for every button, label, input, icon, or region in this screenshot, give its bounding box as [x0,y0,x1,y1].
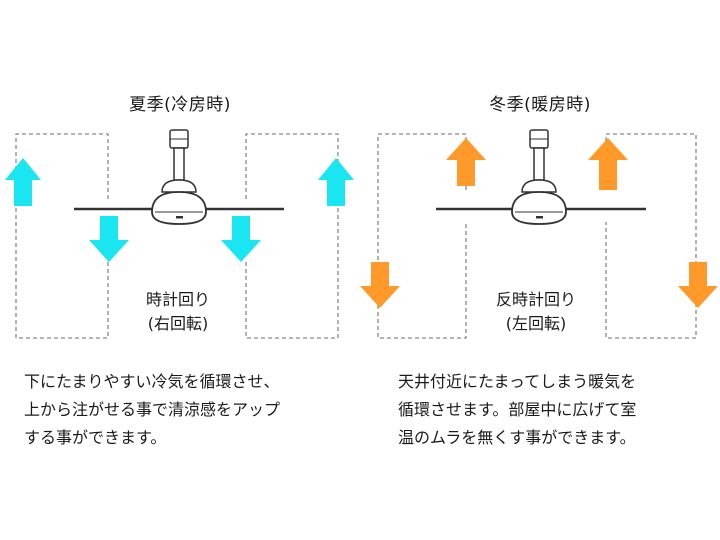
summer-arrow-up-right-icon [318,158,354,206]
winter-arrow-up-right-icon [588,138,628,190]
winter-arrow-up-left-icon [446,138,486,186]
winter-desc-line2: 循環させます。部屋中に広げて室 [398,400,637,419]
winter-arrow-down-right-icon [678,262,718,308]
summer-left-loop [15,133,109,339]
summer-airflow-diagram [5,129,354,339]
winter-desc-line1: 天井付近にたまってしまう暖気を [398,372,637,391]
winter-rotation-label: 反時計回り (左回転) [466,288,606,336]
summer-title: 夏季(冷房時) [129,95,231,115]
summer-arrow-down-left-icon [89,216,129,262]
summer-right-loop [245,133,339,339]
winter-right-loop [605,133,697,339]
summer-arrow-down-right-icon [221,216,261,262]
winter-rotation-note: (左回転) [505,314,567,333]
winter-rotation-direction: 反時計回り [495,290,576,309]
summer-panel: 夏季(冷房時) 時計回り (右回転) 下にたまりやすい冷気を循環させ、 上から注… [5,95,354,452]
winter-airflow-diagram [360,129,718,339]
summer-rotation-label: 時計回り (右回転) [108,288,248,336]
summer-rotation-note: (右回転) [147,314,209,333]
winter-arrow-down-left-icon [360,262,400,308]
winter-description: 天井付近にたまってしまう暖気を 循環させます。部屋中に広げて室 温のムラを無くす… [398,368,636,452]
summer-rotation-direction: 時計回り [145,290,210,309]
summer-desc-line1: 下にたまりやすい冷気を循環させ、 [24,372,280,391]
summer-desc-line2: 上から注がせる事で清涼感をアップ [24,400,281,419]
winter-panel: 冬季(暖房時) 反時計回り (左回転) 天井付近にたまってしまう暖気を 循環させ… [360,0,720,540]
winter-title: 冬季(暖房時) [489,95,591,115]
summer-desc-line3: する事ができます。 [24,428,167,447]
summer-arrow-up-left-icon [5,158,41,206]
ceiling-fan-icon [436,129,646,225]
summer-description: 下にたまりやすい冷気を循環させ、 上から注がせる事で清涼感をアップ する事ができ… [24,368,280,452]
winter-left-loop [377,133,467,339]
ceiling-fan-icon [74,129,284,225]
winter-desc-line3: 温のムラを無くす事ができます。 [398,428,636,447]
